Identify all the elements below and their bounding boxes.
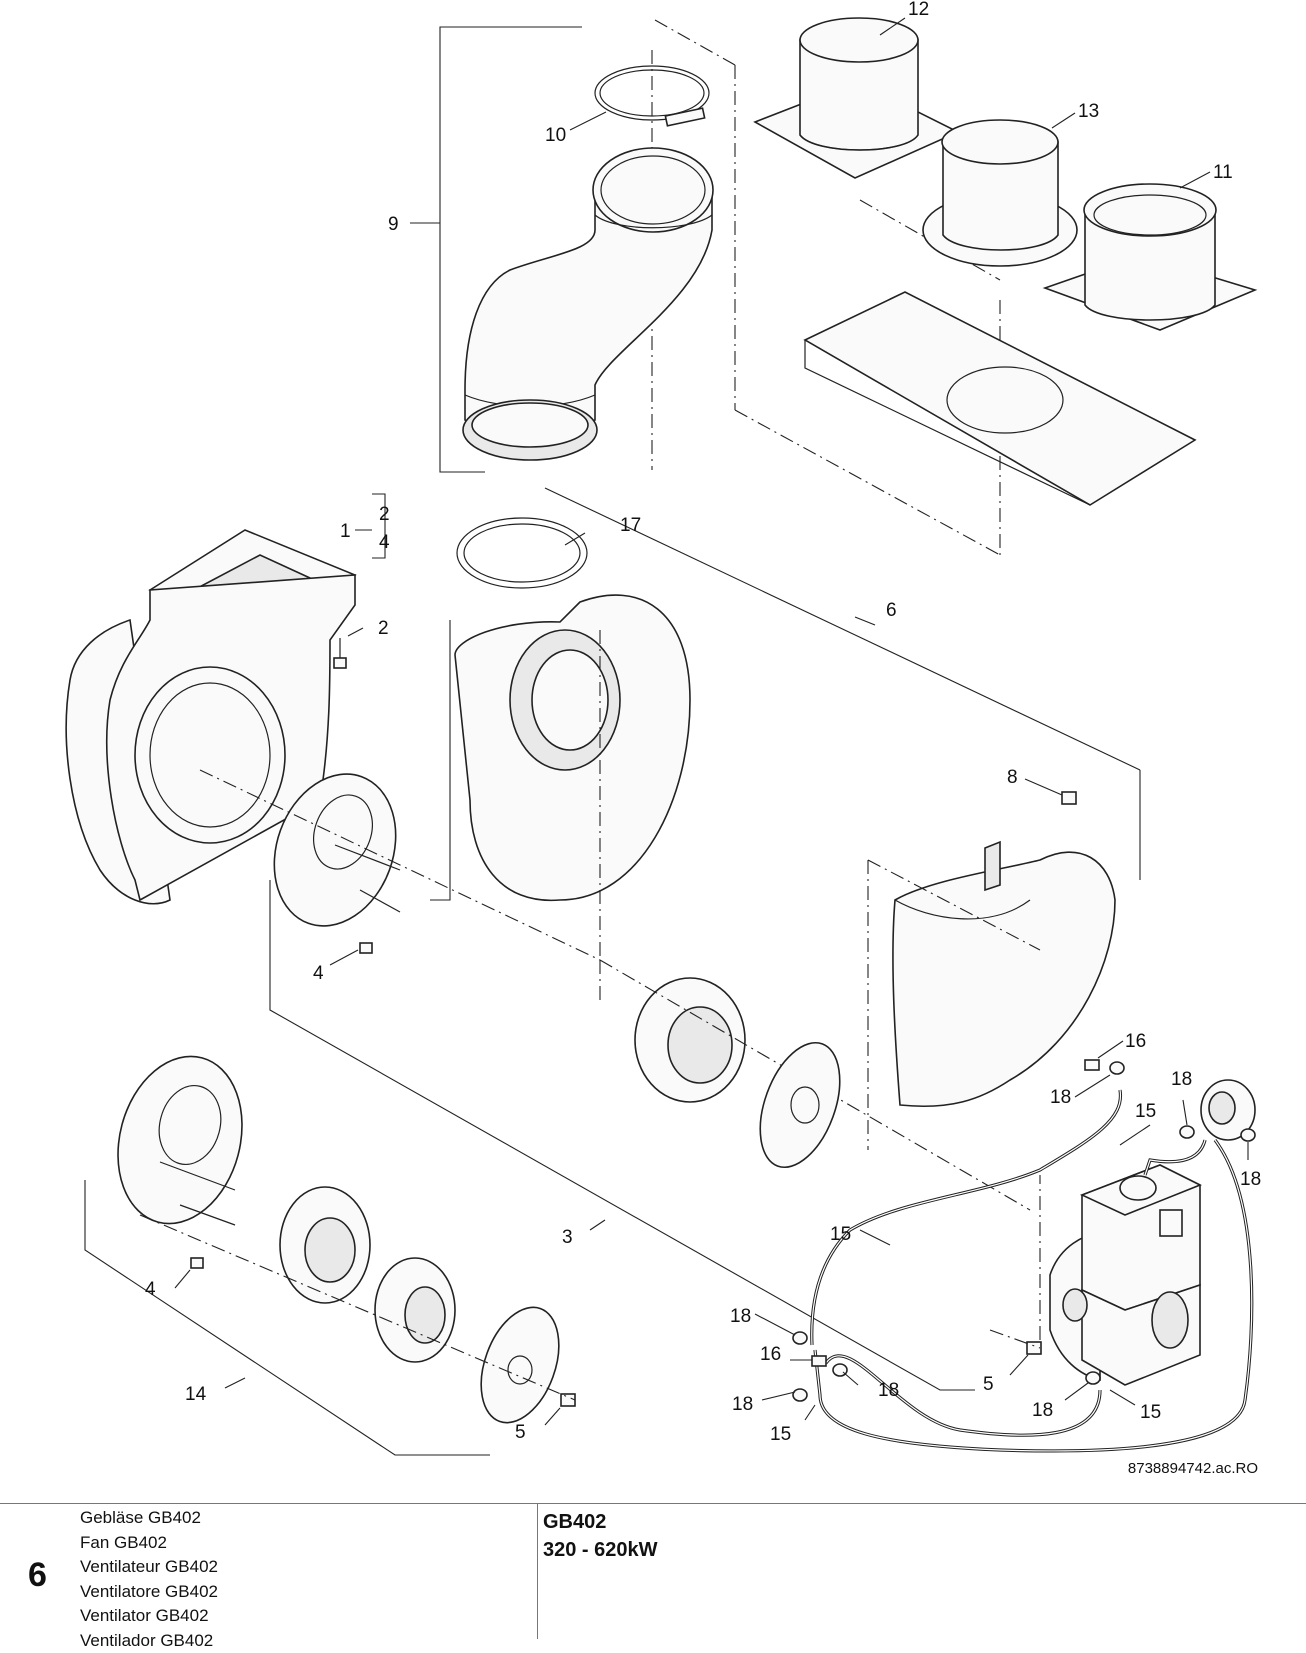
nut-5-lower — [561, 1394, 575, 1406]
callout-4-upper: 4 — [313, 963, 324, 984]
callout-2-bracket: 2 — [379, 504, 390, 525]
flange-pipe-12 — [755, 18, 958, 178]
callout-5-lower: 5 — [515, 1422, 526, 1443]
section-number: 6 — [28, 1556, 47, 1595]
footer-legend: 6 Gebläse GB402 Fan GB402 Ventilateur GB… — [0, 1503, 1306, 1639]
callout-9: 9 — [388, 214, 399, 235]
callout-18-left-bottom: 18 — [732, 1394, 753, 1415]
callout-15-lower: 15 — [770, 1424, 791, 1445]
callout-17: 17 — [620, 515, 641, 536]
callout-14: 14 — [185, 1384, 207, 1405]
part-name-de: Gebläse GB402 — [80, 1506, 218, 1531]
callout-4-lower: 4 — [145, 1279, 156, 1300]
footer-divider — [537, 1504, 538, 1639]
side-panel — [893, 842, 1115, 1106]
clip-8 — [1062, 792, 1076, 804]
callout-5-right: 5 — [983, 1374, 994, 1395]
callout-13: 13 — [1078, 101, 1099, 122]
callout-15-right: 15 — [1140, 1402, 1161, 1423]
callout-18-right: 18 — [1032, 1400, 1053, 1421]
inlet-cone-upper — [635, 978, 745, 1102]
flange-pipe-13 — [923, 120, 1077, 266]
part-name-es: Ventilador GB402 — [80, 1629, 218, 1653]
callout-18-left-top: 18 — [730, 1306, 751, 1327]
callout-4-bracket: 4 — [379, 532, 390, 553]
callout-18-switch-left: 18 — [1171, 1069, 1192, 1090]
bolt-2 — [334, 638, 346, 668]
callout-15-middle: 15 — [830, 1224, 851, 1245]
exploded-parts-diagram: 12 13 11 10 9 1 2 4 17 2 6 8 4 16 18 18 … — [0, 0, 1306, 1480]
callout-18-upper: 18 — [1050, 1087, 1071, 1108]
callout-2: 2 — [378, 618, 389, 639]
callout-16-upper: 16 — [1125, 1031, 1146, 1052]
callout-18-middle: 18 — [878, 1380, 899, 1401]
bolt-4-upper — [360, 943, 372, 953]
model-name: GB402 — [543, 1508, 658, 1536]
seal-ring-17 — [457, 518, 587, 588]
callout-10: 10 — [545, 125, 566, 146]
impeller-lower — [467, 1297, 574, 1434]
flange-pipe-11 — [1045, 184, 1255, 330]
flange-plate-lower — [100, 1042, 260, 1237]
callout-12: 12 — [908, 0, 929, 20]
inlet-cone-lower — [375, 1258, 455, 1362]
callout-8: 8 — [1007, 767, 1018, 788]
callout-15-upper: 15 — [1135, 1101, 1156, 1122]
callout-18-switch-right: 18 — [1240, 1169, 1261, 1190]
part-name-list: Gebläse GB402 Fan GB402 Ventilateur GB40… — [80, 1506, 218, 1653]
inlet-ring-lower — [280, 1187, 370, 1303]
part-name-it: Ventilatore GB402 — [80, 1580, 218, 1605]
callout-11: 11 — [1213, 162, 1233, 183]
model-info: GB402 320 - 620kW — [543, 1508, 658, 1564]
part-name-fr: Ventilateur GB402 — [80, 1555, 218, 1580]
callout-16-lower: 16 — [760, 1344, 781, 1365]
gas-valve — [1050, 1165, 1200, 1385]
callout-1: 1 — [340, 521, 351, 542]
part-name-nl: Ventilator GB402 — [80, 1604, 218, 1629]
callout-6: 6 — [886, 600, 897, 621]
power-range: 320 - 620kW — [543, 1536, 658, 1564]
elbow-pipe-9 — [463, 148, 713, 460]
spiral-housing — [455, 595, 690, 900]
mounting-plate — [805, 292, 1195, 505]
bolt-4-lower — [191, 1258, 203, 1268]
part-name-en: Fan GB402 — [80, 1531, 218, 1556]
document-code: 8738894742.ac.RO — [1128, 1460, 1258, 1477]
callout-3: 3 — [562, 1227, 573, 1248]
